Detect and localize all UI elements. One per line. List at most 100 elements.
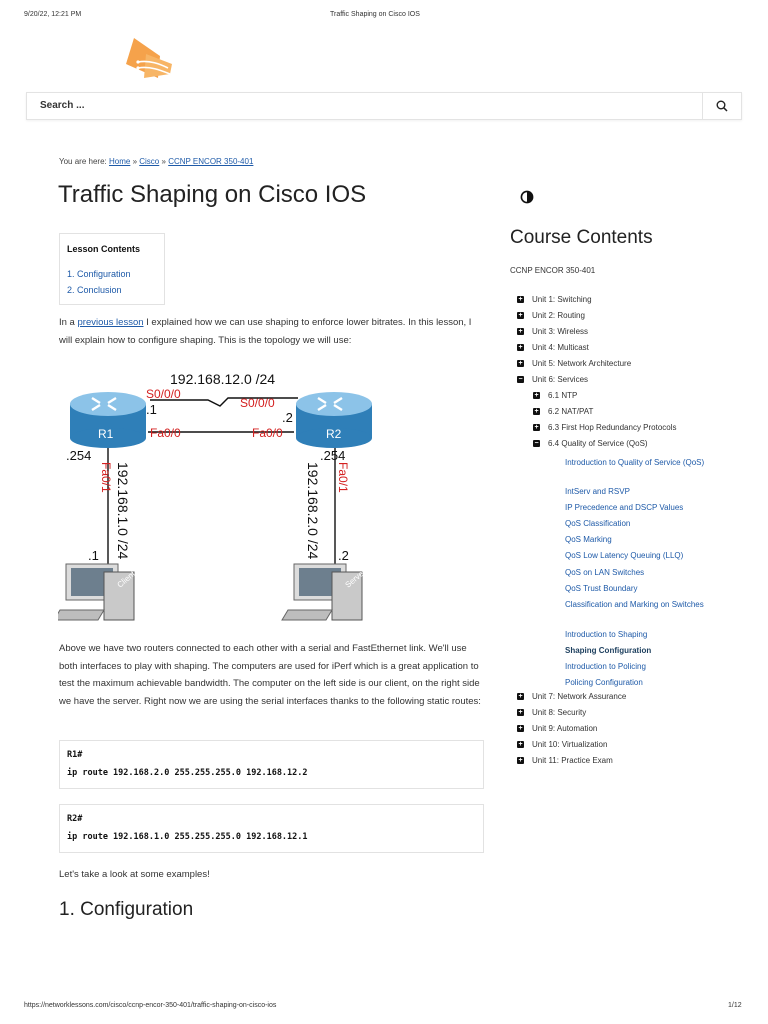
- examples-paragraph: Let's take a look at some examples!: [59, 869, 210, 880]
- search-bar: Search ...: [26, 92, 742, 120]
- lesson-link[interactable]: Introduction to Shaping: [565, 630, 648, 639]
- lesson-link[interactable]: Introduction to Policing: [565, 662, 646, 671]
- breadcrumb-prefix: You are here:: [59, 157, 107, 166]
- unit-label: Unit 3: Wireless: [532, 327, 589, 336]
- collapse-icon[interactable]: −: [533, 440, 540, 448]
- subunit-label: 6.1 NTP: [548, 391, 578, 400]
- intro-paragraph: In a previous lesson I explained how we …: [59, 314, 487, 349]
- intro-text: I explained how we can use shaping to en…: [59, 317, 472, 346]
- sidebar-unit-1[interactable]: + Unit 1: Switching: [517, 295, 592, 304]
- expand-icon[interactable]: +: [517, 296, 524, 304]
- server-ip: .2: [338, 548, 349, 563]
- server-pc-icon: [281, 563, 363, 621]
- unit-label: Unit 10: Virtualization: [532, 740, 608, 749]
- expand-icon[interactable]: +: [533, 424, 540, 432]
- expand-icon[interactable]: +: [517, 328, 524, 336]
- section-heading: 1. Configuration: [59, 899, 194, 920]
- expand-icon[interactable]: +: [517, 312, 524, 320]
- collapse-icon[interactable]: −: [517, 376, 524, 384]
- breadcrumb-course[interactable]: CCNP ENCOR 350-401: [168, 157, 254, 166]
- sidebar-unit-10[interactable]: + Unit 10: Virtualization: [517, 740, 607, 749]
- sidebar-unit-9[interactable]: + Unit 9: Automation: [517, 724, 597, 733]
- unit-label: Unit 6: Services: [532, 375, 589, 384]
- lesson-link[interactable]: Classification and Marking on Switches: [565, 600, 704, 609]
- search-icon: [716, 100, 728, 112]
- expand-icon[interactable]: +: [517, 360, 524, 368]
- lesson-link-current[interactable]: Shaping Configuration: [565, 646, 652, 655]
- lesson-link[interactable]: Policing Configuration: [565, 678, 643, 687]
- s0-left-label: S0/0/0: [146, 387, 181, 401]
- sidebar-subunit-6-4[interactable]: −6.4 Quality of Service (QoS): [533, 439, 648, 448]
- search-button[interactable]: [702, 93, 741, 119]
- sidebar-title: Course Contents: [510, 227, 653, 248]
- router-r2-icon: [296, 392, 372, 448]
- intro-text: In a: [59, 317, 78, 328]
- lesson-link[interactable]: Introduction to Quality of Service (QoS): [565, 458, 705, 467]
- sidebar-unit-11[interactable]: + Unit 11: Practice Exam: [517, 756, 613, 765]
- expand-icon[interactable]: +: [533, 408, 540, 416]
- breadcrumb-home[interactable]: Home: [108, 157, 131, 166]
- lesson-link[interactable]: QoS Low Latency Queuing (LLQ): [565, 551, 684, 560]
- lesson-link[interactable]: QoS Classification: [565, 519, 631, 528]
- lesson-link[interactable]: IntServ and RSVP: [565, 487, 630, 496]
- print-url: https://networklessons.com/cisco/ccnp-en…: [24, 1002, 277, 1009]
- sidebar-unit-7[interactable]: +Unit 7: Network Assurance: [517, 692, 626, 701]
- sidebar-unit-5[interactable]: + Unit 5: Network Architecture: [517, 359, 631, 368]
- unit-label: Unit 9: Automation: [532, 724, 598, 733]
- net-left-label: 192.168.1.0 /24: [115, 462, 131, 560]
- lesson-link[interactable]: QoS Marking: [565, 535, 612, 544]
- unit-label: Unit 11: Practice Exam: [532, 756, 613, 765]
- lesson-link[interactable]: QoS on LAN Switches: [565, 568, 645, 577]
- lesson-link[interactable]: IP Precedence and DSCP Values: [565, 503, 684, 512]
- breadcrumb-cisco[interactable]: Cisco: [139, 157, 160, 166]
- logo-icon[interactable]: [120, 34, 176, 89]
- expand-icon[interactable]: +: [517, 344, 524, 352]
- code-command: ip route 192.168.1.0 255.255.255.0 192.1…: [67, 832, 308, 842]
- r2-label: R2: [326, 427, 342, 441]
- previous-lesson-link[interactable]: previous lesson: [77, 317, 144, 328]
- lesson-contents-item[interactable]: 2. Conclusion: [67, 285, 122, 295]
- unit-label: Unit 4: Multicast: [532, 343, 589, 352]
- fa00-left-label: Fa0/0: [150, 426, 181, 440]
- expand-icon[interactable]: +: [517, 725, 524, 733]
- expand-icon[interactable]: +: [517, 693, 524, 701]
- contrast-toggle-icon[interactable]: [520, 190, 534, 209]
- fa00-right-label: Fa0/0: [252, 426, 283, 440]
- lesson-contents-heading: Lesson Contents: [67, 244, 141, 254]
- subunit-label: 6.2 NAT/PAT: [548, 407, 594, 416]
- subunit-label: 6.4 Quality of Service (QoS): [548, 439, 648, 448]
- expand-icon[interactable]: +: [517, 741, 524, 749]
- code-block-r1: R1# ip route 192.168.2.0 255.255.255.0 1…: [59, 740, 484, 789]
- r1-serial-ip: .1: [146, 402, 157, 417]
- unit-label: Unit 2: Routing: [532, 311, 585, 320]
- fa01-right-label: Fa0/1: [336, 462, 350, 493]
- sidebar-subunit-6-2[interactable]: +6.2 NAT/PAT: [533, 407, 593, 416]
- code-command: ip route 192.168.2.0 255.255.255.0 192.1…: [67, 768, 308, 778]
- breadcrumb-sep: »: [132, 157, 138, 166]
- sidebar-subunit-6-1[interactable]: +6.1 NTP: [533, 391, 577, 400]
- fa01-left-label: Fa0/1: [99, 462, 113, 493]
- lesson-contents-item[interactable]: 1. Configuration: [67, 269, 131, 279]
- sidebar-unit-4[interactable]: + Unit 4: Multicast: [517, 343, 589, 352]
- sidebar-unit-8[interactable]: + Unit 8: Security: [517, 708, 586, 717]
- sidebar-unit-6[interactable]: −Unit 6: Services: [517, 375, 588, 384]
- s0-right-label: S0/0/0: [240, 396, 275, 410]
- expand-icon[interactable]: +: [517, 757, 524, 765]
- sidebar-unit-3[interactable]: + Unit 3: Wireless: [517, 327, 588, 336]
- breadcrumb: You are here: Home » Cisco » CCNP ENCOR …: [59, 157, 253, 166]
- code-block-r2: R2# ip route 192.168.1.0 255.255.255.0 1…: [59, 804, 484, 853]
- unit-label: Unit 1: Switching: [532, 295, 592, 304]
- sidebar-course-name: CCNP ENCOR 350-401: [510, 266, 596, 275]
- page-title: Traffic Shaping on Cisco IOS: [58, 181, 367, 208]
- unit-label: Unit 5: Network Architecture: [532, 359, 632, 368]
- breadcrumb-sep: »: [161, 157, 166, 166]
- unit-label: Unit 8: Security: [532, 708, 587, 717]
- sidebar-subunit-6-3[interactable]: +6.3 First Hop Redundancy Protocols: [533, 423, 677, 432]
- r2-serial-ip: .2: [282, 410, 293, 425]
- topology-diagram: 192.168.12.0 /24 S0/0/0 S0/0/0 .1 .2 R1 …: [53, 362, 378, 629]
- expand-icon[interactable]: +: [533, 392, 540, 400]
- search-input[interactable]: Search ...: [40, 100, 85, 111]
- lesson-link[interactable]: QoS Trust Boundary: [565, 584, 638, 593]
- expand-icon[interactable]: +: [517, 709, 524, 717]
- sidebar-unit-2[interactable]: + Unit 2: Routing: [517, 311, 585, 320]
